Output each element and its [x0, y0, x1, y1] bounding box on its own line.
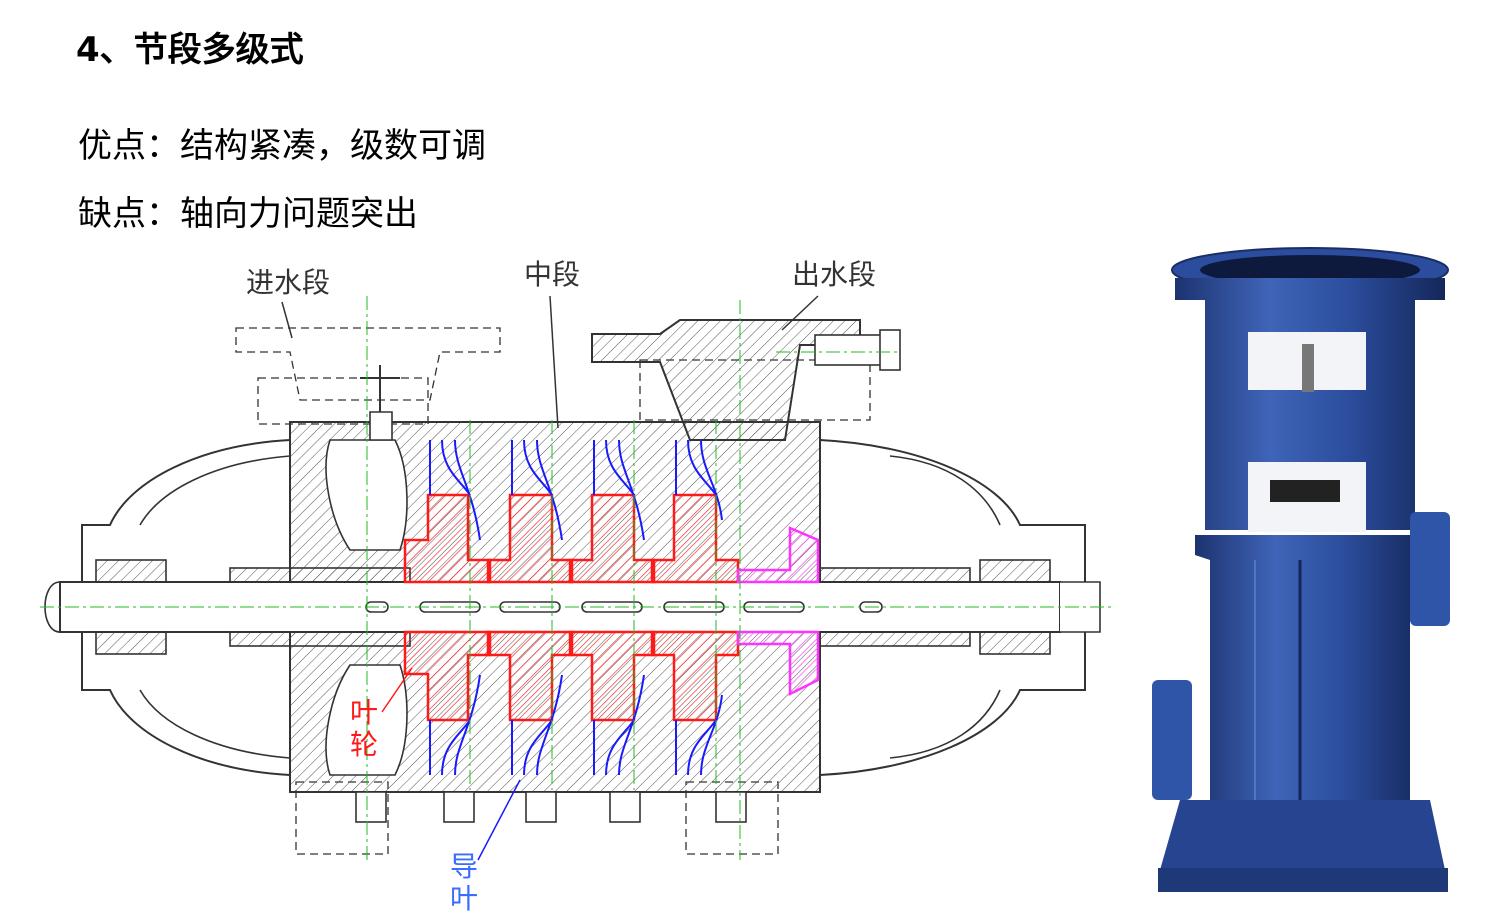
label-middle-section: 中段 — [524, 258, 580, 291]
label-impeller-line2: 轮 — [350, 728, 378, 761]
pros-text: 优点：结构紧凑，级数可调 — [78, 126, 486, 166]
label-inlet-section: 进水段 — [246, 266, 330, 299]
impellers — [403, 493, 740, 722]
cons-text: 缺点：轴向力问题突出 — [78, 194, 418, 234]
diffusers — [429, 439, 723, 776]
slide-title: 4、节段多级式 — [76, 30, 304, 70]
balance-disc — [736, 526, 820, 697]
label-impeller-line1: 叶 — [350, 696, 378, 729]
label-outlet-section: 出水段 — [792, 258, 876, 291]
center-lines — [40, 296, 1115, 860]
leader-lines — [281, 295, 819, 429]
pump-cross-section — [44, 319, 1101, 855]
pump-photo — [1152, 247, 1450, 892]
label-diffuser-line2: 叶 — [450, 882, 478, 915]
label-diffuser-line1: 导 — [450, 850, 478, 883]
